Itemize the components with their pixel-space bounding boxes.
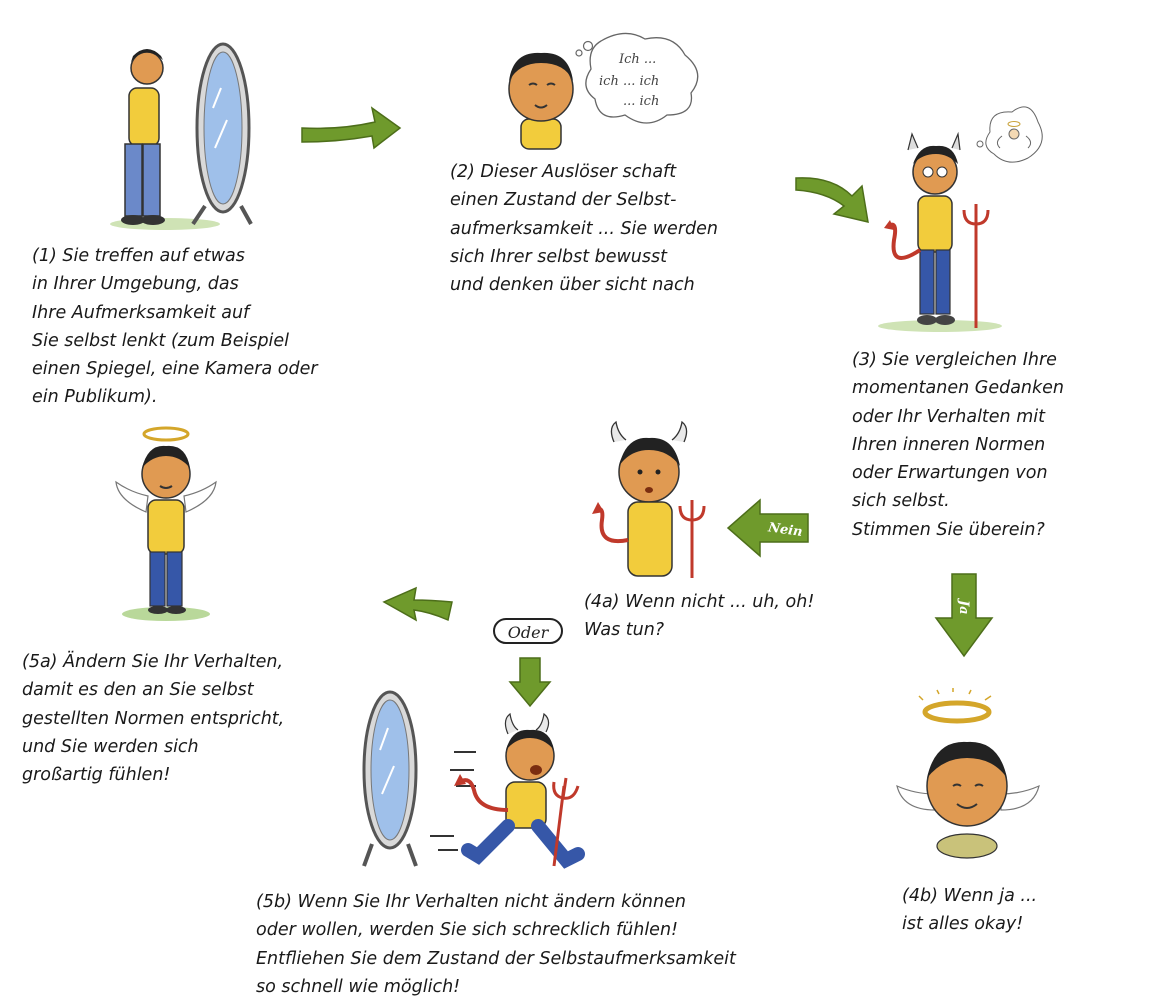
arrow-ja (934, 573, 994, 658)
arrow-nein (726, 498, 809, 558)
thought-line-1: Ich ... (618, 52, 656, 67)
arrow-to-step5b (508, 657, 552, 708)
angel-boy-illustration (115, 426, 217, 621)
caption-step4a: (4a) Wenn nicht ... uh, oh! Was tun? (584, 592, 815, 641)
arrow-ja-label: Ja (956, 597, 971, 615)
caption-step5a: (5a) Ändern Sie Ihr Verhalten, damit es … (22, 652, 285, 786)
arrow-to-step5a (382, 586, 453, 622)
boy-at-mirror-illustration (110, 42, 253, 230)
caption-step5b: (5b) Wenn Sie Ihr Verhalten nicht ändern… (256, 892, 736, 997)
caption-step1: (1) Sie treffen auf etwas in Ihrer Umgeb… (32, 246, 318, 408)
caption-step3: (3) Sie vergleichen Ihre momentanen Geda… (852, 350, 1064, 540)
arrow-step2-to-step3 (795, 177, 869, 223)
devil-boy-illustration (592, 420, 706, 578)
boy-devil-angel-thought-illustration (878, 106, 1043, 332)
angel-head-illustration (896, 688, 1040, 859)
arrow-step1-to-step2 (301, 106, 402, 150)
fleeing-devil-boy-illustration (362, 690, 585, 869)
thought-line-3: ... ich (623, 94, 659, 109)
thought-line-2: ich ... ich (599, 74, 659, 89)
caption-step4b: (4b) Wenn ja ... ist alles okay! (902, 886, 1038, 935)
oder-label: Oder (493, 618, 563, 644)
thinking-boy-illustration: Ich ... ich ... ich ... ich (508, 32, 699, 150)
arrow-nein-label: Nein (766, 520, 803, 540)
caption-step2: (2) Dieser Auslöser schaft einen Zustand… (450, 162, 718, 296)
